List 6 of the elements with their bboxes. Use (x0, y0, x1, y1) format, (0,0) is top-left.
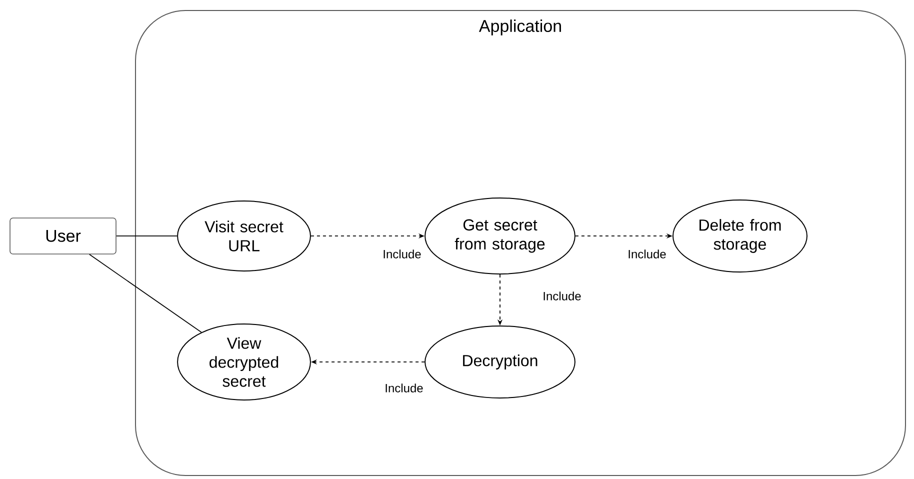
edge-label: Include (382, 248, 422, 260)
actor-box: User (10, 218, 116, 254)
edge-label: Include (542, 290, 582, 302)
edge-label: Include (384, 382, 424, 394)
connector (88, 254, 202, 333)
edge-label: Include (626, 248, 668, 260)
